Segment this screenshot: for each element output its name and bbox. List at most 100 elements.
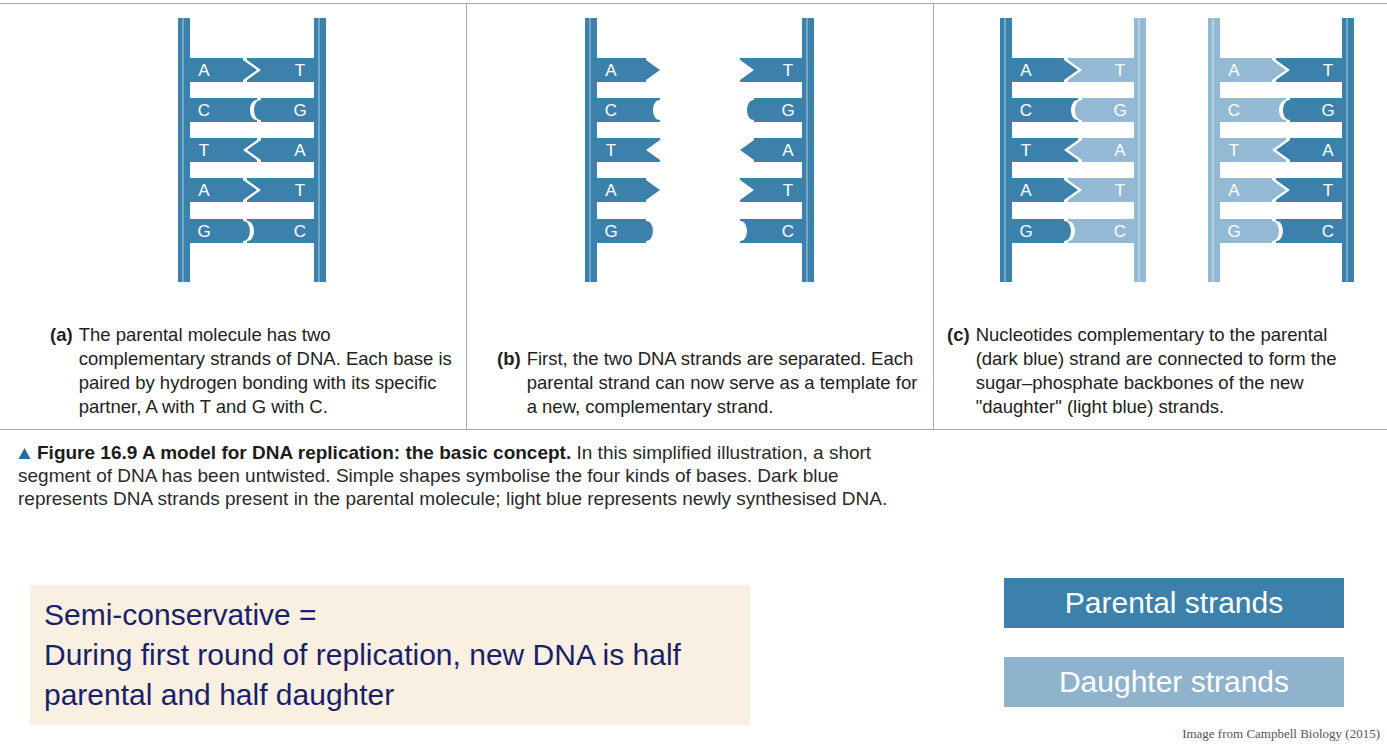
base-shape — [247, 58, 314, 82]
base-letter: G — [1321, 102, 1334, 119]
base-shape — [597, 58, 660, 82]
base-letter: C — [1228, 102, 1240, 119]
base-letter: T — [295, 62, 305, 79]
base-letter: T — [1115, 62, 1125, 79]
base-letter: T — [1323, 62, 1333, 79]
base-letter: G — [197, 223, 210, 240]
backbone-rail — [178, 18, 190, 282]
base-shape — [597, 98, 660, 122]
base-shape — [1276, 178, 1342, 202]
base-shape — [597, 138, 660, 162]
base-shape — [1283, 98, 1342, 122]
base-shape — [247, 178, 314, 202]
backbone-highlight — [318, 18, 320, 282]
base-shape — [1012, 58, 1078, 82]
backbones — [178, 18, 1354, 282]
space — [571, 442, 576, 463]
legend-text: Parental strands — [1065, 586, 1283, 620]
base-shape — [1012, 98, 1078, 122]
panel-caption: (a)The parental molecule has two complem… — [50, 323, 462, 419]
base-shape — [190, 58, 257, 82]
base-letter: A — [1228, 182, 1239, 199]
summary-box: Semi-conservative =During first round of… — [30, 585, 750, 725]
base-shape — [1068, 138, 1134, 162]
panel-text: The parental molecule has two complement… — [79, 323, 462, 419]
base-letter: T — [1115, 182, 1125, 199]
backbone-highlight — [182, 18, 184, 282]
base-letter: G — [1227, 223, 1240, 240]
base-shape — [1276, 138, 1342, 162]
base-letter: C — [1322, 223, 1334, 240]
base-letter: A — [294, 142, 305, 159]
base-letter: A — [1020, 182, 1031, 199]
figure-caption-block: Figure 16.9 A model for DNA replication:… — [18, 441, 933, 510]
backbone-rail — [1208, 18, 1220, 282]
base-letter: T — [1323, 182, 1333, 199]
base-letter: T — [783, 62, 793, 79]
base-shape — [740, 138, 802, 162]
figure-title: Figure 16.9 A model for DNA replication:… — [37, 442, 571, 463]
backbone-rail — [314, 18, 326, 282]
base-shape — [1068, 58, 1134, 82]
panel-text: First, the two DNA strands are separated… — [527, 347, 919, 419]
base-letter: A — [198, 182, 209, 199]
base-shape — [1012, 178, 1078, 202]
base-letter: C — [294, 223, 306, 240]
backbone-rail — [1342, 18, 1354, 282]
panel-letter: (b) — [497, 347, 521, 419]
base-shape — [190, 219, 250, 243]
backbone-highlight — [1212, 18, 1214, 282]
base-letter: A — [605, 182, 616, 199]
triangle-marker-shape — [19, 448, 31, 459]
base-shape — [1075, 98, 1134, 122]
base-shape — [1068, 178, 1134, 202]
base-shape — [1276, 219, 1342, 243]
panel-caption: (c)Nucleotides complementary to the pare… — [947, 323, 1369, 419]
base-shape — [190, 178, 257, 202]
base-letter: C — [198, 102, 210, 119]
base-letter: A — [1228, 62, 1239, 79]
base-letter: G — [781, 102, 794, 119]
base-letter: A — [1322, 142, 1333, 159]
backbone-rail — [1134, 18, 1146, 282]
base-shape — [1220, 58, 1286, 82]
box-heading: Semi-conservative = — [44, 595, 736, 635]
box-body: During first round of replication, new D… — [44, 635, 736, 715]
base-shape — [747, 98, 802, 122]
base-letter: A — [1020, 62, 1031, 79]
base-shape — [740, 178, 802, 202]
base-letter: T — [783, 182, 793, 199]
base-shape — [190, 98, 257, 122]
legend-swatch: Daughter strands — [1004, 657, 1344, 707]
backbone-highlight — [1004, 18, 1006, 282]
base-letter: T — [1229, 142, 1239, 159]
base-letter: T — [199, 142, 209, 159]
base-shape — [740, 58, 802, 82]
base-shape — [1068, 219, 1134, 243]
base-shape — [597, 178, 660, 202]
base-letter: A — [782, 142, 793, 159]
base-letter: T — [295, 182, 305, 199]
base-shape — [1220, 219, 1279, 243]
backbone-highlight — [806, 18, 808, 282]
backbone-rail — [1000, 18, 1012, 282]
backbone-highlight — [1138, 18, 1140, 282]
figure-panel: (c)Nucleotides complementary to the pare… — [934, 3, 1387, 430]
base-shape — [1012, 219, 1071, 243]
base-shape — [740, 219, 802, 243]
base-letter: G — [604, 223, 617, 240]
backbone-rail — [802, 18, 814, 282]
base-letter: A — [198, 62, 209, 79]
backbone-highlight — [1346, 18, 1348, 282]
base-letter: C — [1020, 102, 1032, 119]
base-letter: G — [1019, 223, 1032, 240]
base-shape — [247, 219, 314, 243]
figure-panel: (a)The parental molecule has two complem… — [0, 3, 467, 430]
base-letter: T — [606, 142, 616, 159]
panel-letter: (c) — [947, 323, 970, 419]
base-shape — [597, 219, 653, 243]
base-letter: A — [605, 62, 616, 79]
backbone-rail — [585, 18, 597, 282]
base-letter: C — [1114, 223, 1126, 240]
